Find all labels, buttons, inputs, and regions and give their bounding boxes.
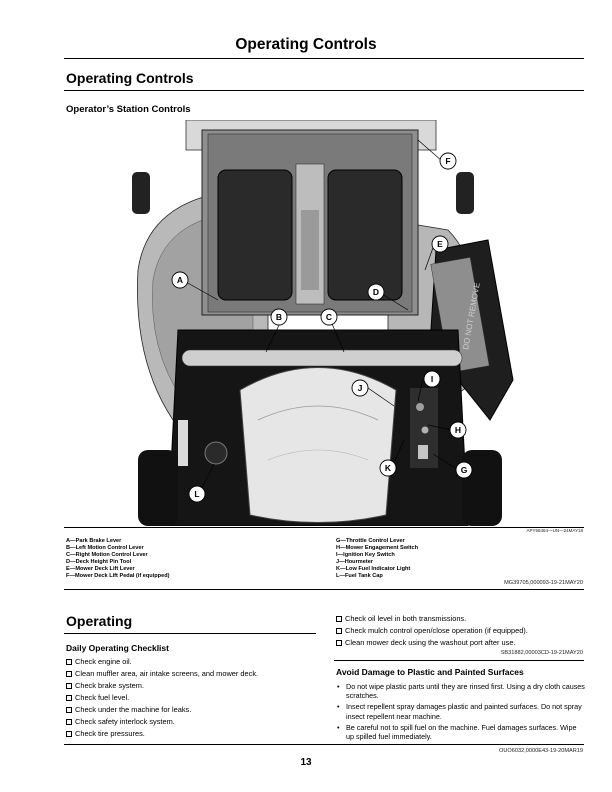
legend-item: C—Right Motion Control Lever [66,552,148,559]
figure-rule [64,527,584,528]
figure-id: APY56464—UN—24MAY18 [526,528,583,533]
bullet-item: •Insect repellent spray damages plastic … [337,702,582,721]
checkbox-icon [66,694,72,701]
legend-item: G—Throttle Control Lever [336,538,405,544]
svg-text:J: J [358,383,363,393]
operating-rule [64,633,316,634]
checklist-item: Check engine oil. [66,656,258,668]
checklist-title: Daily Operating Checklist [66,643,169,653]
bullet-icon: • [337,702,340,712]
operating-title: Operating [66,613,133,629]
legend-item: I—Ignition Key Switch [336,552,395,559]
checkbox-icon [66,706,72,713]
page-number: 13 [300,757,312,768]
figure-bottom-rule [64,589,584,590]
legend-item: L—Fuel Tank Cap [336,573,383,580]
bullet-item: •Be careful not to spill fuel on the mac… [337,722,577,742]
checklist-item: Clean mower deck using the washout port … [336,637,528,649]
svg-text:F: F [445,156,450,166]
avoid-damage-list: •Do not wipe plastic parts until they ar… [336,682,586,743]
callout-b: B [270,308,288,326]
checklist-ref-code: SB31882,00003CD-19-21MAY20 [500,650,583,656]
callout-e: E [431,235,449,253]
svg-text:B: B [276,312,282,322]
checkbox-icon [336,615,342,622]
avoid-damage-title: Avoid Damage to Plastic and Painted Surf… [336,667,524,677]
callout-i: I [423,370,441,388]
page-header-title: Operating Controls [235,36,377,53]
legend-item: B—Left Motion Control Lever [66,545,144,552]
svg-text:H: H [455,425,461,435]
avoid-ref-code: OUO6032,0000E43-19-20MAR19 [499,748,583,754]
checkbox-icon [66,730,72,737]
legend-left: A—Park Brake Lever B—Left Motion Control… [66,538,170,581]
legend-item: E—Mower Deck Lift Lever [66,566,135,573]
svg-text:L: L [194,489,199,499]
figure-ref-code: MG39705,000093-19-21MAY20 [504,580,583,586]
svg-text:E: E [437,239,443,249]
svg-text:A: A [177,275,183,285]
section-title: Operating Controls [66,70,194,86]
checklist-item: Check mulch control open/close operation… [336,625,528,637]
legend-item: K—Low Fuel Indicator Light [336,566,411,573]
callout-l: L [188,485,206,503]
legend-item: A—Park Brake Lever [66,538,122,544]
callout-j: J [351,379,369,397]
checklist-continued: Check oil level in both transmissions. C… [336,613,528,649]
fuel-tank-cap-shape [204,441,228,465]
svg-text:G: G [461,465,468,475]
checkbox-icon [66,682,72,689]
checklist-item: Check safety interlock system. [66,716,258,728]
svg-text:C: C [326,312,332,322]
legend-right: G—Throttle Control Lever H—Mower Engagem… [336,538,418,581]
callout-a: A [171,271,189,289]
seat [239,367,397,523]
checklist-item: Check under the machine for leaks. [66,704,258,716]
callout-f: F [439,152,457,170]
callout-c: C [320,308,338,326]
checklist-bottom-rule [334,660,584,661]
legend-item: F—Mower Deck Lift Pedal (if equipped) [66,573,170,580]
checklist-item: Check fuel level. [66,692,258,704]
subsection-title: Operator’s Station Controls [66,104,191,115]
legend-item: D—Deck Height Pin Tool [66,559,132,566]
operator-station-figure: DO NOT REMOVE [118,120,522,526]
section-rule [64,90,584,91]
bottom-rule [64,744,584,745]
callout-g: G [455,461,473,479]
daily-checklist: Check engine oil. Clean muffler area, ai… [66,656,258,740]
checkbox-icon [336,627,342,634]
svg-text:D: D [373,287,379,297]
bullet-icon: • [337,722,340,732]
checkbox-icon [66,718,72,725]
callout-h: H [449,421,467,439]
callout-d: D [367,283,385,301]
checkbox-icon [66,670,72,677]
legend-item: J—Hourmeter [336,559,373,566]
bullet-item: •Do not wipe plastic parts until they ar… [337,682,585,701]
checklist-item: Clean muffler area, air intake screens, … [66,668,258,680]
checkbox-icon [66,658,72,665]
checkbox-icon [336,639,342,646]
legend-item: H—Mower Engagement Switch [336,545,419,552]
svg-text:K: K [385,463,392,473]
callout-k: K [379,459,397,477]
checklist-item: Check oil level in both transmissions. [336,613,528,625]
checklist-item: Check brake system. [66,680,258,692]
bullet-icon: • [337,682,340,691]
checklist-item: Check tire pressures. [66,728,258,740]
header-rule [64,58,584,59]
svg-text:I: I [431,374,433,384]
